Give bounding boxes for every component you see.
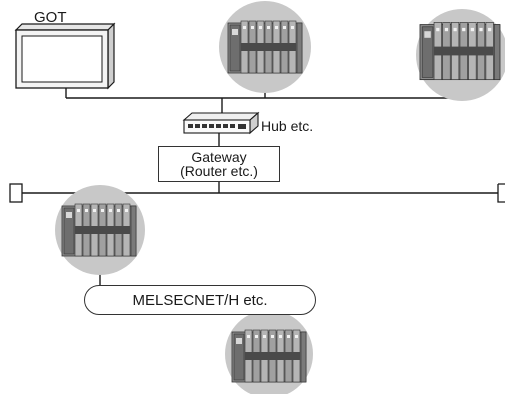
plc-rack-icon: [225, 310, 313, 394]
gateway-sublabel: (Router etc.): [180, 163, 258, 179]
gateway-box: Gateway (Router etc.): [158, 146, 280, 182]
plc-rack-icon: [416, 9, 505, 101]
got-label: GOT: [34, 9, 67, 26]
melsecnet-network-label: MELSECNET/H etc.: [84, 285, 316, 315]
got-terminal-icon: [14, 22, 116, 90]
melsecnet-label: MELSECNET/H etc.: [132, 291, 268, 309]
bus-terminator-icon: [9, 183, 23, 203]
plc-rack-icon: [55, 185, 145, 275]
gateway-label: Gateway: [191, 149, 247, 165]
bus-terminator-icon: [497, 183, 505, 203]
plc-rack-icon: [219, 1, 311, 93]
hub-icon: [182, 111, 260, 135]
hub-label: Hub etc.: [261, 118, 314, 134]
